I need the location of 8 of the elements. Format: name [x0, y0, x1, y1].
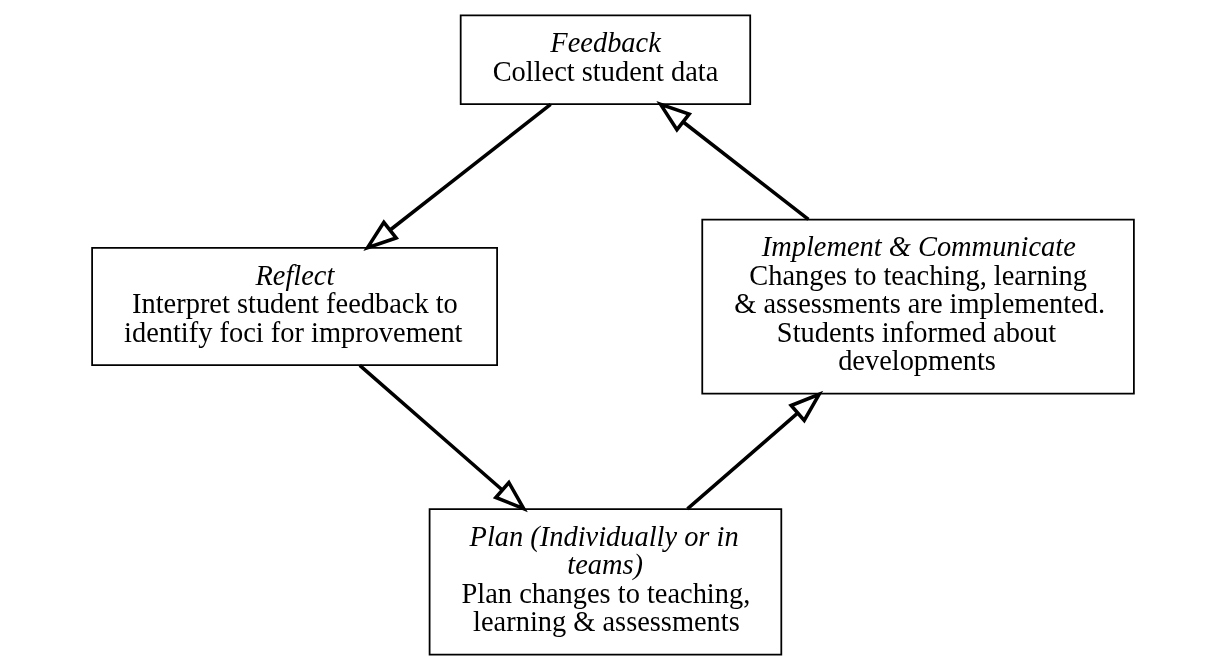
arrow — [358, 364, 528, 513]
arrow — [362, 103, 552, 251]
arrow — [685, 390, 823, 511]
node-box: Reflect Interpret student feedback to identify foci for improvement — [90, 247, 498, 367]
node-box: Plan (Individually or in teams) Plan changes to teaching, learning & assessments — [428, 508, 782, 656]
arrow — [655, 101, 809, 221]
node-box: Implement & Communicate Changes to teaching, learning & assessments are implemented. Students informed about developments — [700, 218, 1135, 395]
node-box: Feedback Collect student data — [459, 14, 751, 105]
